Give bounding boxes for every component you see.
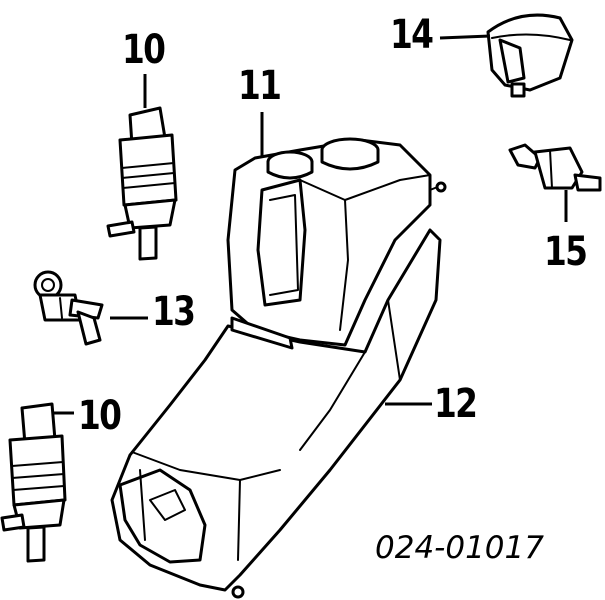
catalog-number: 024-01017 [375,530,544,566]
connector-valve [33,270,104,346]
callout-14: 14 [390,12,434,58]
callout-12: 12 [434,381,478,427]
callout-11: 11 [238,63,282,109]
reservoir-upper-tank [226,137,447,350]
washer-pump-bottom [0,402,67,563]
washer-nozzle [486,13,574,98]
callout-10-bottom: 10 [78,393,122,439]
check-valve [508,143,602,192]
callout-13: 13 [152,289,196,335]
washer-pump-top [106,106,178,261]
leader-lines [52,34,568,415]
reservoir-lower-body [110,228,442,599]
callout-15: 15 [544,229,588,275]
callout-10-top: 10 [122,27,166,73]
